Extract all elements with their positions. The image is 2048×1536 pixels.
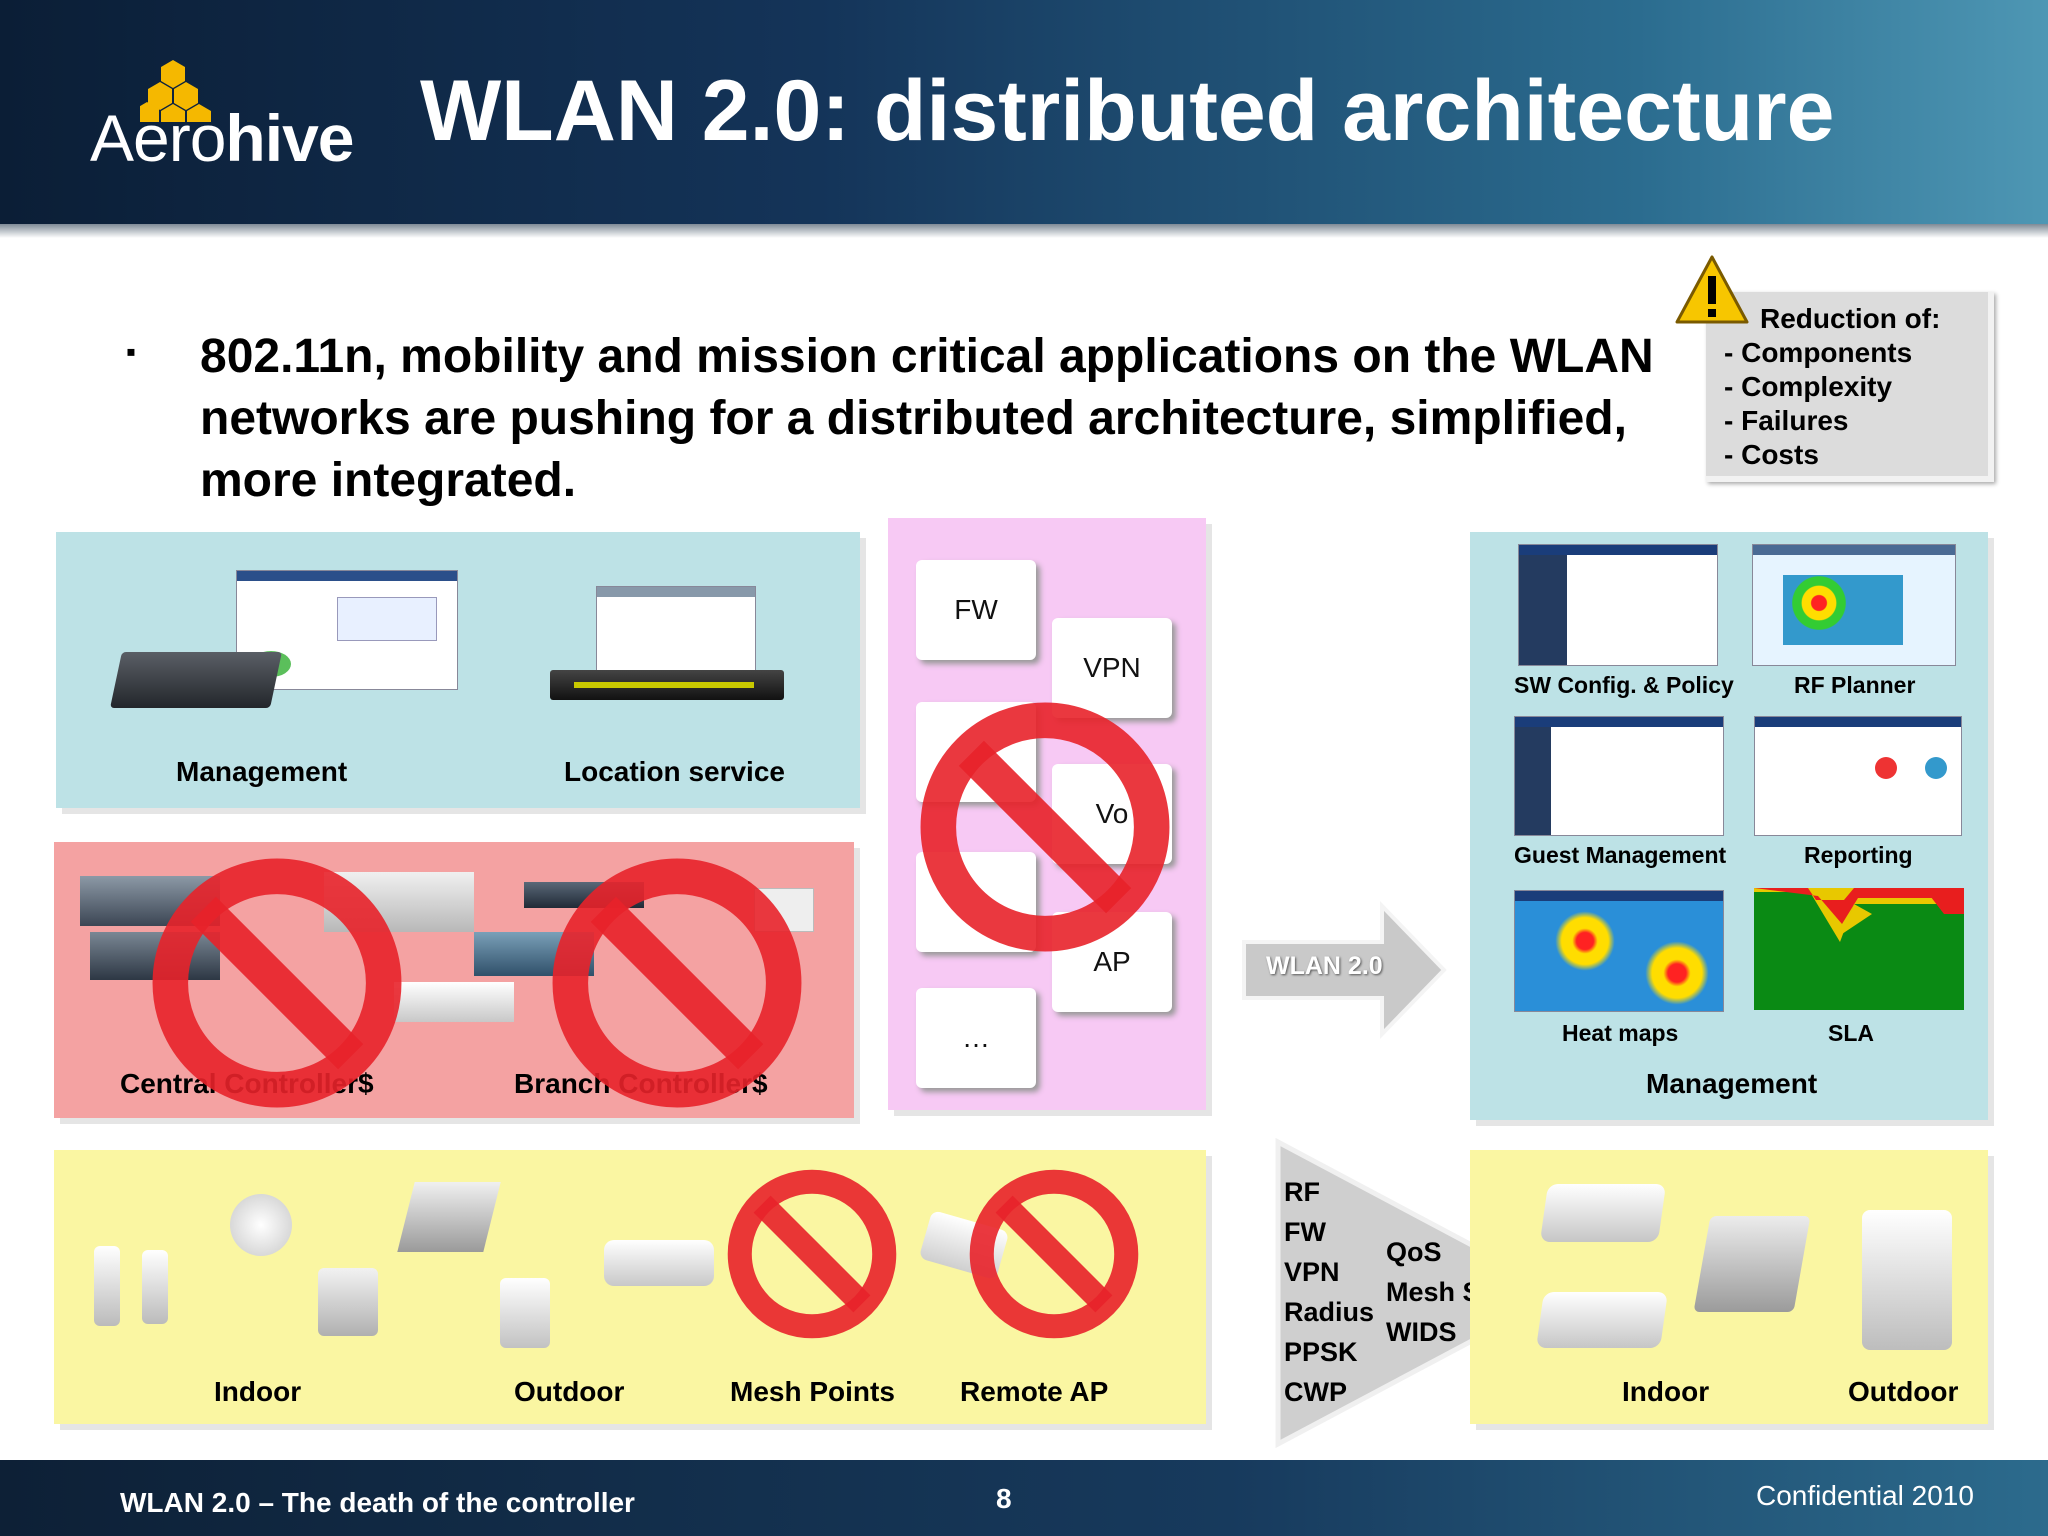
management-label: Management	[176, 756, 348, 787]
location-appliance	[550, 670, 784, 700]
aerohive-outdoor-ap-device	[1862, 1210, 1952, 1350]
ap-label-mesh-points: Mesh Points	[730, 1376, 895, 1407]
header-bar	[0, 0, 2048, 224]
sla-chart-image	[1754, 888, 1964, 1010]
reduction-callout: Reduction of: - Components - Complexity …	[1706, 292, 1994, 482]
tile-label-rf-planner: RF Planner	[1794, 672, 1916, 698]
access-points-panel: Indoor Outdoor Mesh Points Remote AP	[54, 1150, 1206, 1424]
reduction-item: - Components	[1724, 337, 1913, 368]
aerohive-indoor-label: Indoor	[1622, 1376, 1710, 1407]
outdoor-ap-device	[397, 1182, 501, 1252]
aerohive-logo: Aerohive	[90, 101, 355, 175]
ap-label-outdoor: Outdoor	[514, 1376, 625, 1407]
guest-management-screenshot	[1514, 716, 1724, 836]
feature-item: Radius	[1284, 1297, 1375, 1327]
features-triangle	[1275, 1137, 1568, 1449]
controller-device	[394, 982, 514, 1022]
indoor-ap-device	[94, 1246, 120, 1326]
sw-config-screenshot	[1518, 544, 1718, 666]
management-appliance	[110, 652, 282, 708]
reduction-item: - Failures	[1724, 405, 1849, 436]
location-screenshot	[596, 586, 756, 672]
tile-label-heat-maps: Heat maps	[1562, 1020, 1679, 1046]
wlan-arrow-label: WLAN 2.0	[1266, 952, 1383, 980]
ap-label-remote-ap: Remote AP	[960, 1376, 1109, 1407]
reporting-screenshot	[1754, 716, 1962, 836]
outdoor-ap-device	[500, 1278, 550, 1348]
footer-confidential: Confidential 2010	[1756, 1480, 1974, 1511]
footer-bar	[0, 1460, 2048, 1536]
footer-title: WLAN 2.0 – The death of the controller	[120, 1487, 635, 1518]
management-panel: Management Location service	[56, 532, 860, 808]
ap-label-indoor: Indoor	[214, 1376, 302, 1407]
tile-label-sla: SLA	[1828, 1020, 1874, 1046]
indoor-ap-device	[230, 1194, 292, 1256]
aerohive-hex-logo-icon	[140, 60, 211, 122]
bullet-marker: ▪	[126, 336, 136, 367]
management-tools-panel: SW Config. & Policy RF Planner Guest Man…	[1470, 532, 1988, 1120]
page-title: WLAN 2.0: distributed architecture	[420, 63, 1835, 159]
tile-label-guest-management: Guest Management	[1514, 842, 1727, 868]
feature-item: WIDS	[1386, 1317, 1457, 1347]
service-note-more: …	[916, 988, 1036, 1088]
feature-item: CWP	[1284, 1377, 1347, 1407]
indoor-ap-device	[142, 1250, 168, 1324]
wlan-arrow-icon	[1242, 901, 1447, 1039]
reduction-item: - Complexity	[1724, 371, 1893, 402]
services-panel: FW VPN Vo AP …	[888, 518, 1206, 1110]
prohibited-icon	[920, 702, 1170, 952]
location-service-label: Location service	[564, 756, 785, 787]
prohibited-icon	[969, 1169, 1139, 1339]
warning-icon	[1675, 255, 1749, 324]
reduction-title: Reduction of:	[1760, 303, 1941, 334]
aerohive-ap-panel: Indoor Outdoor	[1470, 1150, 1988, 1424]
aerohive-indoor-ap-antenna-device	[1693, 1216, 1811, 1312]
prohibited-icon	[152, 858, 402, 1108]
bullet-text: 802.11n, mobility and mission critical a…	[200, 330, 1654, 507]
prohibited-icon	[552, 858, 802, 1108]
feature-item: RF	[1284, 1177, 1320, 1207]
rf-planner-screenshot	[1752, 544, 1956, 666]
prohibited-icon	[727, 1169, 897, 1339]
aerohive-indoor-ap-device	[1536, 1292, 1668, 1348]
indoor-ap-device	[318, 1268, 378, 1336]
mesh-point-device	[604, 1240, 714, 1286]
feature-item: FW	[1284, 1217, 1326, 1247]
service-note-vpn: VPN	[1052, 618, 1172, 718]
page-number: 8	[996, 1483, 1012, 1514]
feature-item: PPSK	[1284, 1337, 1358, 1367]
features-list-left: RF FW VPN Radius PPSK CWP	[1284, 1172, 1374, 1412]
service-note-fw: FW	[916, 560, 1036, 660]
controllers-panel: Central Controller$ Branch Controller$	[54, 842, 854, 1118]
management-caption: Management	[1646, 1068, 1818, 1099]
feature-item: QoS	[1386, 1237, 1442, 1267]
aerohive-outdoor-label: Outdoor	[1848, 1376, 1959, 1407]
tile-label-reporting: Reporting	[1804, 842, 1913, 868]
heat-map-screenshot	[1514, 890, 1724, 1012]
header-shadow	[0, 224, 2048, 238]
tile-label-sw-config: SW Config. & Policy	[1514, 672, 1734, 698]
aerohive-indoor-ap-device	[1539, 1184, 1667, 1242]
reduction-item: - Costs	[1724, 439, 1819, 470]
feature-item: VPN	[1284, 1257, 1340, 1287]
features-list-right: QoS Mesh SLA WIDS	[1386, 1232, 1517, 1352]
